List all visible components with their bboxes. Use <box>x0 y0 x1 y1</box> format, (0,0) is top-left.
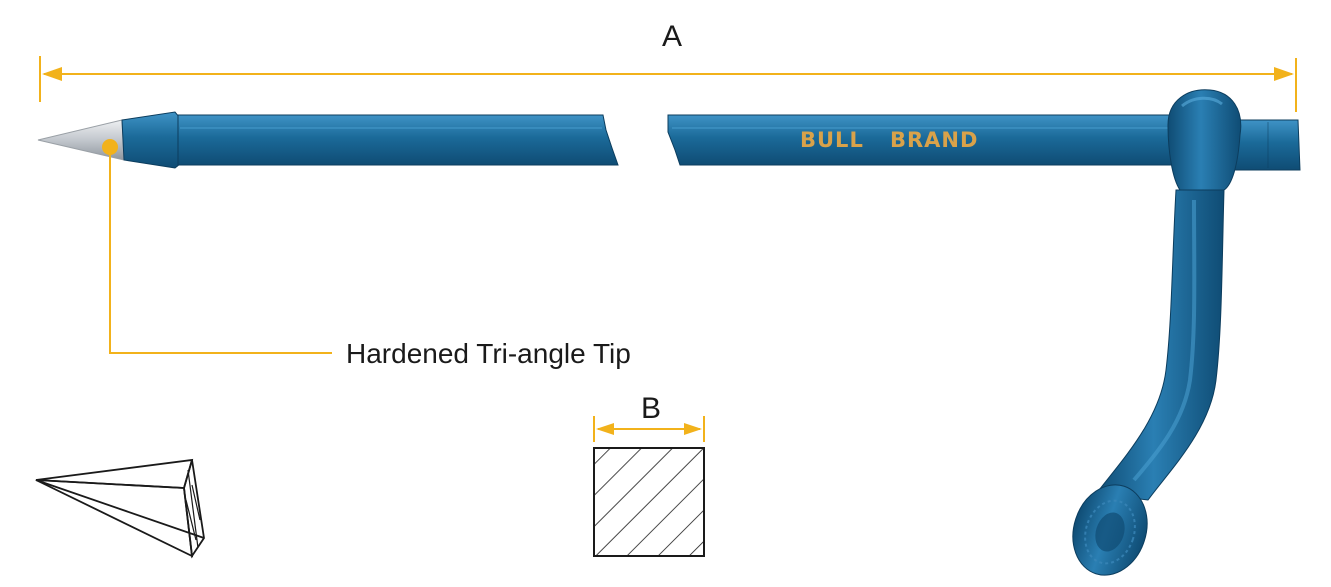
tip-callout-label: Hardened Tri-angle Tip <box>346 338 631 369</box>
dimension-b-right-arrow <box>684 423 702 435</box>
dimension-a-left-arrow <box>42 67 62 81</box>
dimension-a-right-arrow <box>1274 67 1294 81</box>
brand-text-brand: BRAND <box>890 128 978 152</box>
square-end-stub <box>1227 119 1301 171</box>
dimension-a: A <box>39 20 1297 112</box>
brand-text-bull: BULL <box>800 128 864 152</box>
tip-callout-dot <box>102 139 118 155</box>
triangle-tip-sketch <box>35 458 205 559</box>
dimension-b-label: B <box>641 392 661 425</box>
tip-callout-leader <box>109 155 332 354</box>
dimension-a-label: A <box>662 20 682 53</box>
bar-left-section <box>37 111 619 169</box>
tip-callout: Hardened Tri-angle Tip <box>102 139 631 369</box>
crank-handle <box>1072 89 1242 576</box>
bar-right-section: BULL BRAND <box>667 114 1183 166</box>
square-cross-section <box>593 447 705 557</box>
dimension-b: B <box>593 392 705 442</box>
dimension-b-left-arrow <box>596 423 614 435</box>
